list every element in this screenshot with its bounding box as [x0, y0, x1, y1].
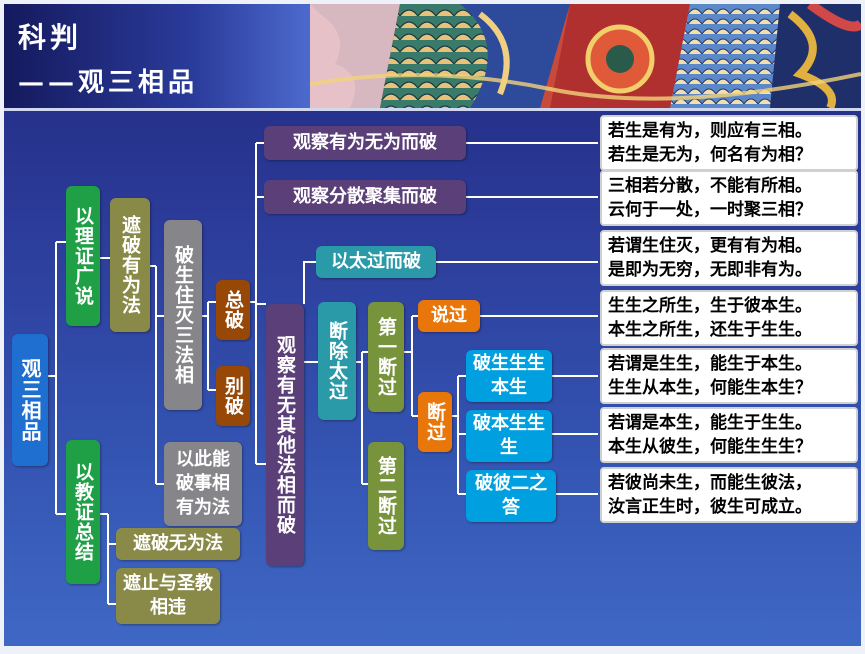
node-refute-conditioned: 遮破有为法 — [110, 198, 150, 332]
verse-line: 本生之所生，还生于生生。 — [608, 320, 812, 340]
node-general-refute: 总破 — [216, 280, 250, 340]
header-subtitle: ——观三相品 — [18, 68, 199, 98]
node-cut-excess: 断除太过 — [318, 302, 356, 420]
node-refute-birth-birth: 破生生生本生 — [466, 350, 552, 402]
node-state-fault: 说过 — [418, 300, 480, 332]
node-cut-fault: 断过 — [418, 392, 452, 452]
verse-box: 三相若分散，不能有所相。 云何于一处，一时聚三相？ — [600, 170, 858, 226]
node-refute-both: 破彼二之答 — [466, 470, 556, 522]
verse-line: 若谓是生生，能生于本生。 — [608, 354, 812, 374]
verse-line: 三相若分散，不能有所相。 — [608, 176, 812, 196]
verse-box: 若谓是本生，能生于生生。 本生从彼生，何能生生生？ — [600, 407, 858, 463]
verse-box: 若彼尚未生，而能生彼法， 汝言正生时，彼生可成立。 — [600, 467, 858, 523]
verse-box: 生生之所生，生于彼本生。 本生之所生，还生于生生。 — [600, 290, 858, 346]
node-scripture: 以教证总结 — [66, 440, 100, 584]
node-specific-refute: 别破 — [216, 366, 250, 426]
node-root: 观三相品 — [12, 334, 48, 466]
slide: 科判 ——观三相品 — [4, 4, 861, 646]
decorative-painting-image — [310, 4, 861, 108]
verse-line: 云何于一处，一时聚三相？ — [608, 200, 812, 220]
verse-line: 若谓生住灭，更有有为相。 — [608, 236, 812, 256]
node-refute-by-this: 以此能破事相有为法 — [164, 442, 242, 526]
verse-box: 若谓生住灭，更有有为相。 是即为无穷，无即非有为。 — [600, 230, 858, 286]
node-contradict-scripture: 遮止与圣教相违 — [116, 568, 220, 624]
verse-line: 本生从彼生，何能生生生？ — [608, 437, 812, 457]
node-refute-arising: 破生住灭三法相 — [164, 220, 202, 410]
verse-box: 若生是有为，则应有三相。 若生是无为，何名有为相？ — [600, 115, 858, 171]
header-title: 科判 — [18, 21, 83, 54]
verse-line: 是即为无穷，无即非有为。 — [608, 260, 812, 280]
node-examine-conditioned: 观察有为无为而破 — [264, 126, 466, 160]
node-by-excess: 以太过而破 — [316, 246, 436, 278]
node-first-cut: 第一断过 — [368, 302, 404, 412]
verse-box: 若谓是生生，能生于本生。 生生从本生，何能生本生？ — [600, 348, 858, 404]
node-reason: 以理证广说 — [66, 186, 100, 326]
header-divider — [4, 108, 861, 111]
verse-line: 汝言正生时，彼生可成立。 — [608, 497, 812, 517]
node-refute-unconditioned: 遮破无为法 — [116, 528, 240, 560]
verse-line: 若生是无为，何名有为相？ — [608, 145, 812, 165]
node-examine-others: 观察有无其他法相而破 — [266, 304, 304, 566]
connector-lines — [48, 142, 598, 605]
verse-line: 若彼尚未生，而能生彼法， — [608, 473, 812, 493]
verse-line: 若谓是本生，能生于生生。 — [608, 413, 812, 433]
node-second-cut: 第二断过 — [368, 442, 404, 550]
verse-line: 若生是有为，则应有三相。 — [608, 121, 812, 141]
verse-line: 生生从本生，何能生本生？ — [608, 378, 812, 398]
verse-line: 生生之所生，生于彼本生。 — [608, 296, 812, 316]
node-refute-root-birth: 破本生生生 — [466, 410, 552, 462]
header-banner: 科判 ——观三相品 — [4, 4, 861, 108]
node-examine-scatter: 观察分散聚集而破 — [264, 180, 466, 214]
